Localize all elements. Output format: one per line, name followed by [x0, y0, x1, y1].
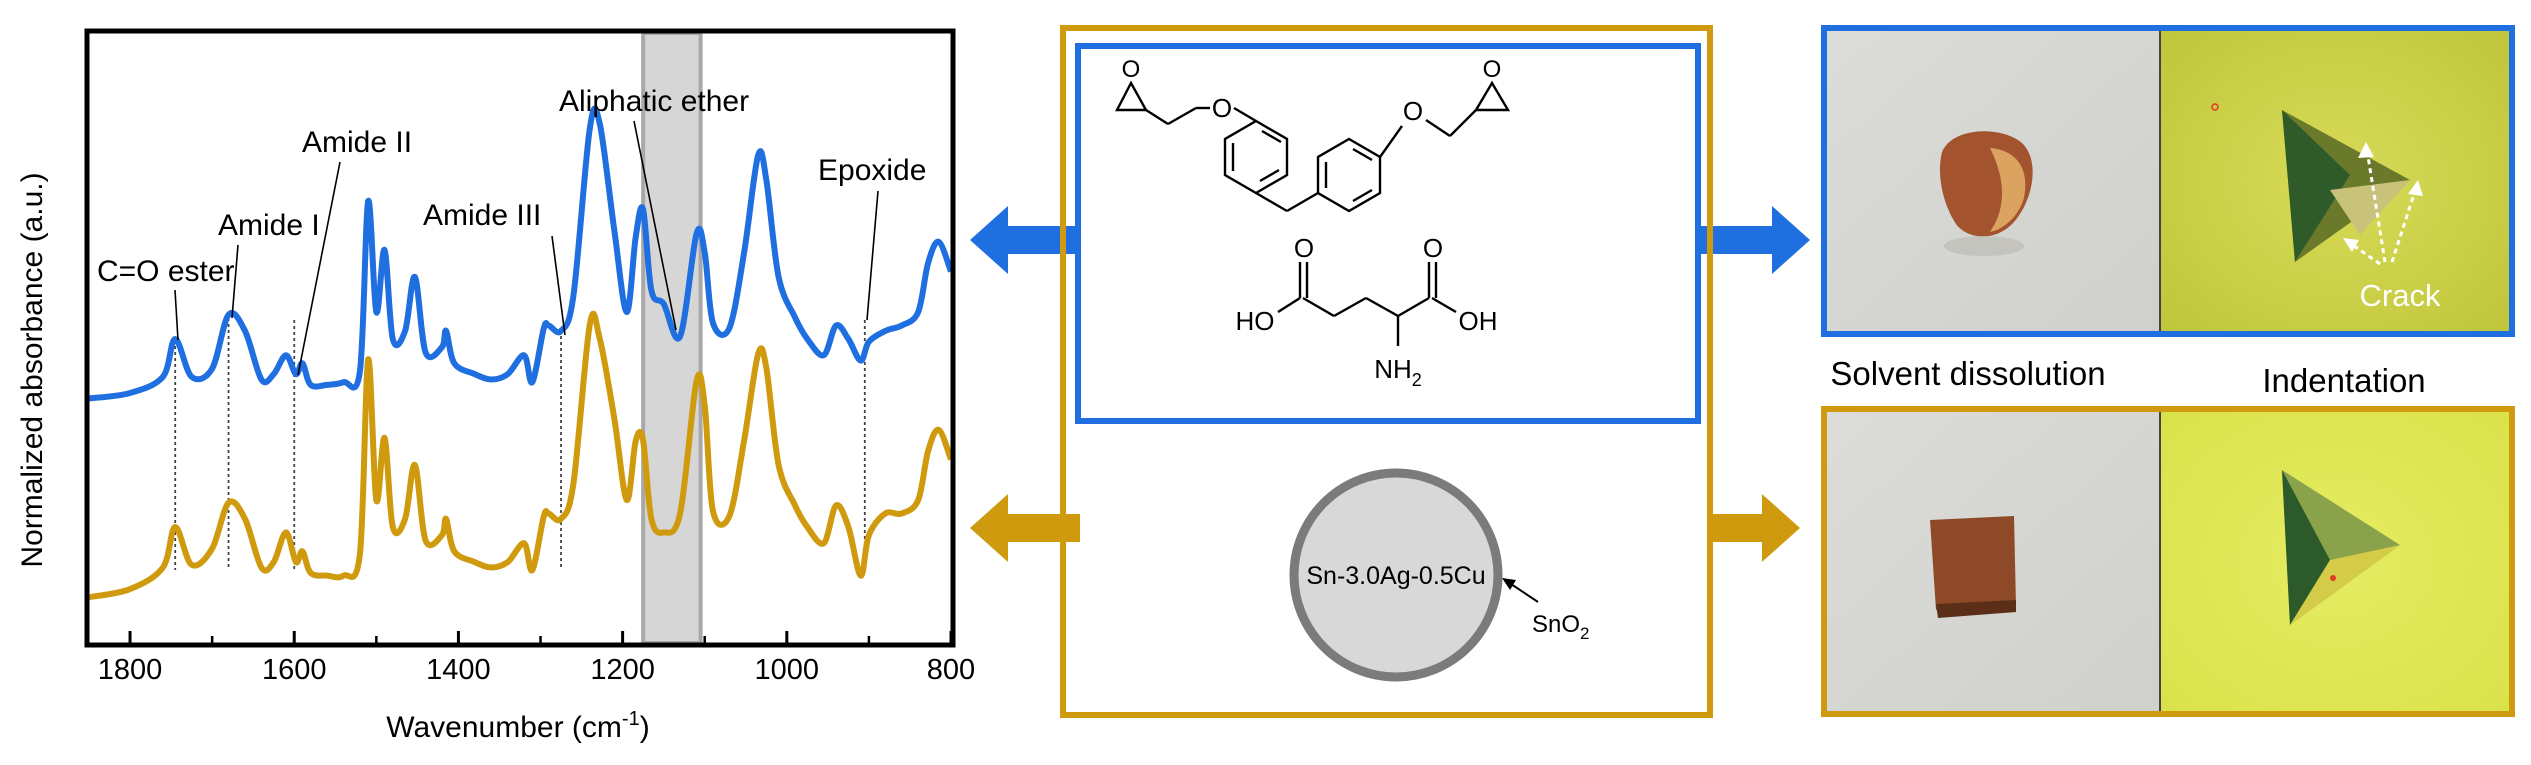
leader-ester [174, 289, 179, 341]
arrow-left-gold [970, 494, 1080, 562]
crack-arrowheads [2343, 142, 2423, 252]
sample-piece-intact-edge [1936, 600, 2016, 618]
solder-particle [1289, 468, 1503, 682]
amine-sub: 2 [1412, 370, 1422, 390]
highlight-band-ether [641, 31, 703, 645]
oxide-pointer [1507, 581, 1539, 603]
leader-amide-3 [551, 235, 566, 336]
photo-panel-gold [1821, 406, 2515, 717]
solder-label: Sn-3.0Ag-0.5Cu [1306, 562, 1485, 590]
x-tick-label-1800: 1800 [98, 654, 163, 686]
x-axis-label-end: ) [640, 711, 650, 744]
o-label-right: O [1423, 233, 1443, 263]
x-axis-label-sup: -1 [622, 708, 640, 730]
label-solvent-dissolution: Solvent dissolution [1830, 355, 2105, 392]
o-label-left: O [1294, 233, 1314, 263]
left-ether-o: O [1212, 93, 1232, 123]
x-tick-label-800: 800 [927, 654, 975, 686]
plot-frame [84, 28, 956, 648]
leader-ether [633, 120, 677, 331]
leader-amide-1 [231, 244, 239, 319]
hydroxyl-left: HO [1236, 306, 1275, 336]
hydroxyl-right: OH [1459, 306, 1498, 336]
annotation-amide-1: Amide I [218, 209, 320, 242]
annotation-ether: Aliphatic ether [559, 85, 749, 118]
indent-shadow-cracked [2282, 110, 2350, 262]
center-outer-frame [1060, 25, 1713, 718]
y-axis-label: Normalized absorbance (a.u.) [16, 172, 49, 567]
label-indentation: Indentation [2262, 362, 2425, 399]
leader-amide-2 [297, 161, 341, 376]
photo-frame-gold [1821, 406, 2515, 717]
molecule-box [1075, 43, 1701, 424]
x-axis-label-main: Wavenumber (cm [386, 711, 622, 744]
badge-molecule: O O O O [1115, 56, 1511, 213]
annotation-epoxide: Epoxide [818, 154, 926, 187]
sample-piece-rim [1990, 148, 2026, 232]
annotation-ester: C=O ester [97, 255, 235, 288]
x-tick-label-1600: 1600 [262, 654, 327, 686]
arrow-right-gold [1710, 494, 1800, 562]
sample-piece-intact [1930, 516, 2016, 610]
leader-epoxide [866, 190, 879, 321]
sample-shadow [1944, 236, 2024, 256]
crack-label: Crack [2360, 278, 2441, 313]
x-tick-label-1000: 1000 [755, 654, 820, 686]
peak-annotations: C=O ester Amide I Amide II Amide III Ali… [97, 85, 926, 376]
red-dot [2211, 103, 2219, 111]
x-tick-label-1200: 1200 [590, 654, 655, 686]
indent-crack-wedge [2330, 180, 2410, 235]
spectrum-line-blue [88, 105, 954, 402]
center-dot [2330, 575, 2336, 581]
indent-facet-light [2290, 545, 2400, 625]
right-ether-o: O [1403, 96, 1423, 126]
annotation-amide-3: Amide III [423, 199, 541, 232]
ftir-spectrum-chart: Normalized absorbance (a.u.) 1800 1600 140… [16, 28, 975, 744]
x-axis-label: Wavenumber (cm-1) [386, 708, 649, 744]
glutamic-acid-molecule [1277, 262, 1457, 346]
right-epoxide-o: O [1483, 56, 1502, 83]
oxide-label: SnO2 [1532, 611, 1590, 643]
arrow-right-blue [1700, 206, 1810, 274]
amine-main: NH [1374, 354, 1412, 384]
oxide-sub: 2 [1580, 624, 1589, 643]
photo-frame-blue [1821, 25, 2515, 337]
x-tick-label-1400: 1400 [426, 654, 491, 686]
amine-label: NH2 [1374, 354, 1422, 390]
arrow-left-blue [970, 206, 1080, 274]
oxide-pointer-head [1502, 578, 1516, 590]
photo-panel-blue: Crack [1821, 25, 2515, 337]
annotation-amide-2: Amide II [302, 126, 412, 159]
spectrum-line-gold [88, 310, 954, 601]
indent-shadow-intact [2282, 470, 2330, 625]
oxide-main: SnO [1532, 611, 1580, 638]
glutamic-acid-labels: O O HO OH NH2 [1236, 233, 1498, 390]
reference-lines [174, 318, 866, 570]
left-epoxide-o: O [1122, 56, 1141, 83]
x-ticks: 1800 1600 1400 1200 1000 800 [98, 631, 975, 686]
